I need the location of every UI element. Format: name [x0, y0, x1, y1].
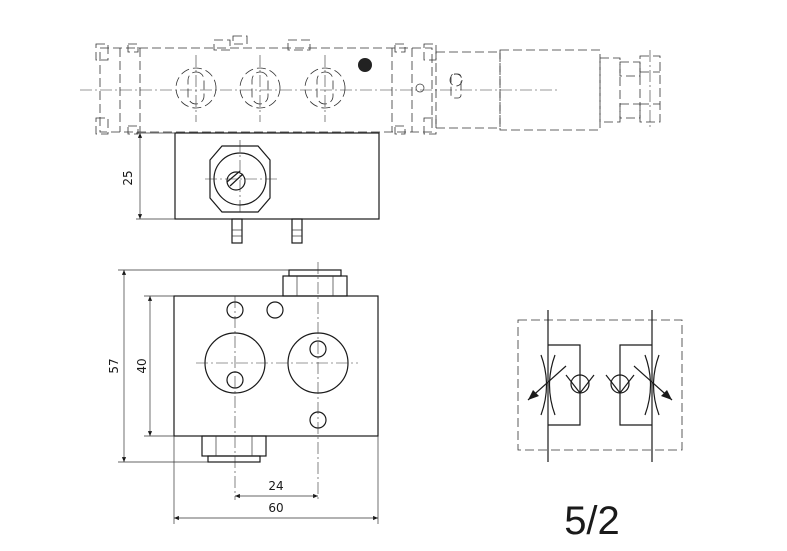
solenoid-coil	[435, 49, 661, 131]
dim-label-40: 40	[135, 358, 149, 373]
front-bottom-fitting	[201, 435, 267, 463]
side-pin-1	[231, 218, 243, 244]
mount-hole-2	[266, 301, 284, 319]
side-pin-2	[291, 218, 303, 244]
symbol-frame	[517, 319, 683, 451]
front-view: 57 40 24 60	[107, 262, 379, 524]
hydraulic-symbol: 5/2	[517, 310, 683, 543]
dim-label-60: 60	[268, 501, 283, 515]
right-throttle-check	[605, 344, 673, 426]
left-throttle-check	[527, 344, 595, 426]
dim-label-25: 25	[121, 170, 135, 185]
top-view	[80, 35, 661, 135]
dim-label-24: 24	[268, 479, 283, 493]
front-body	[173, 295, 379, 437]
side-fitting	[205, 140, 278, 215]
indicator-dot	[358, 58, 372, 72]
front-top-fitting	[282, 269, 348, 297]
dim-label-57: 57	[107, 358, 121, 373]
side-body	[174, 132, 380, 220]
symbol-label: 5/2	[564, 499, 620, 543]
side-view: 25	[121, 132, 380, 244]
